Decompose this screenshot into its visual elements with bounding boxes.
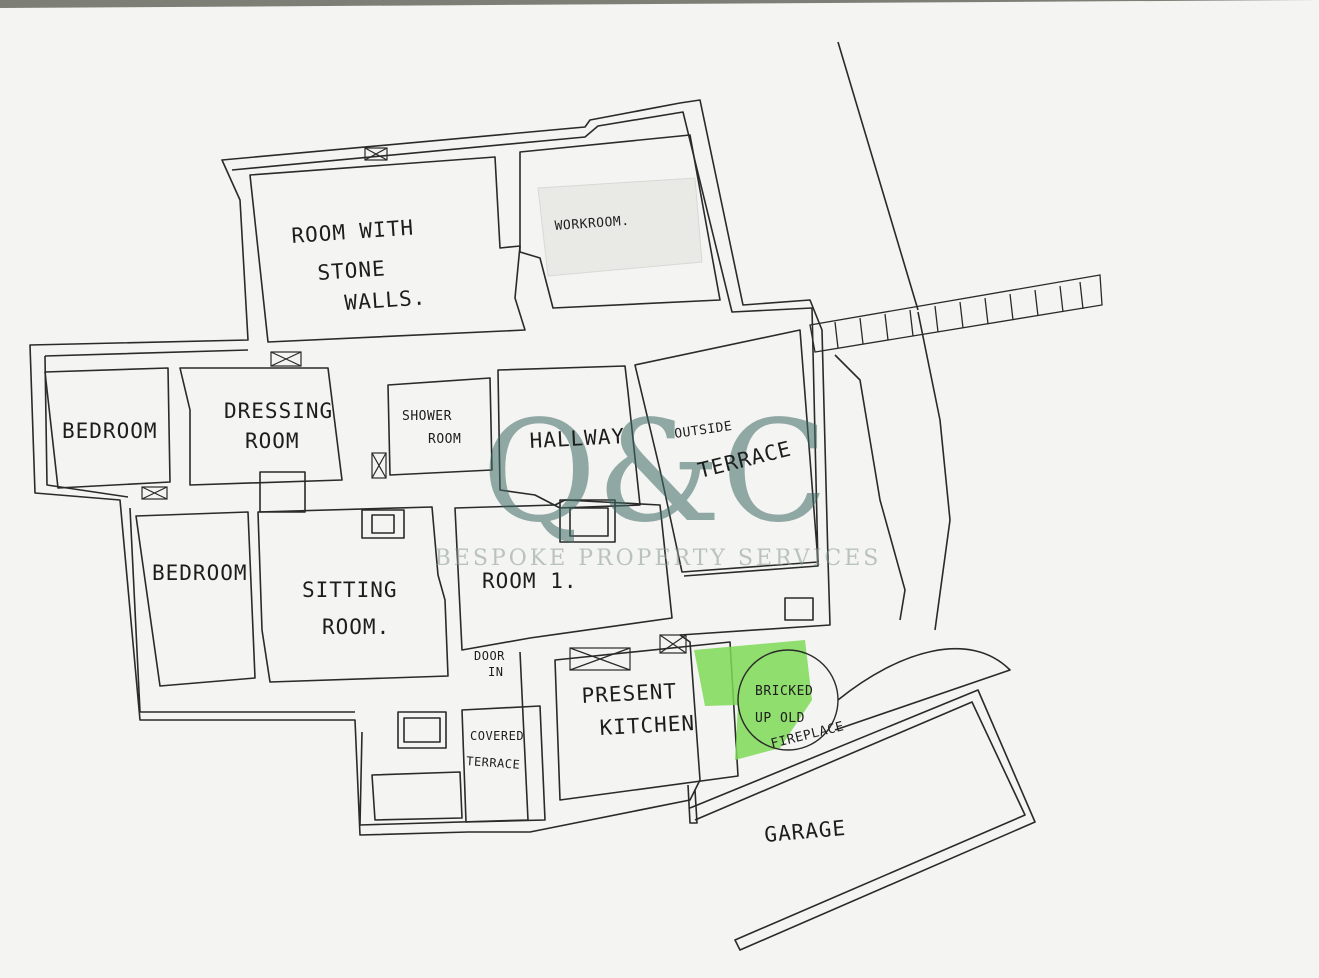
kitchen-outer-wall (687, 784, 698, 824)
label-bedroom-2: BEDROOM (152, 561, 248, 585)
room-stone-walls-outline (249, 156, 526, 343)
label-bedroom-1: BEDROOM (62, 419, 158, 443)
building-inner-outline (44, 111, 819, 826)
highlight-mark (694, 640, 839, 760)
label-sitting-1: SITTING (302, 578, 398, 602)
label-kitchen-2: KITCHEN (599, 711, 696, 740)
floor-plan (29, 41, 1103, 951)
label-room-1: ROOM 1. (482, 569, 578, 593)
label-workroom: WORKROOM. (554, 214, 630, 234)
label-fireplace-2: UP OLD (755, 711, 805, 726)
room-dressing-outline (179, 367, 343, 486)
label-stone-walls-3: WALLS. (344, 285, 427, 315)
label-fireplace-1: BRICKED (755, 684, 813, 699)
boundary-line (837, 41, 919, 311)
room-hallway-outline (497, 365, 641, 509)
label-covered-2: TERRACE (466, 754, 521, 772)
room-bedroom-2-outline (135, 511, 256, 687)
outdoor-box (784, 597, 814, 621)
room-kitchen-outline (554, 641, 739, 801)
garage-outline (689, 689, 1036, 951)
watermark-logo: Q&C (482, 391, 829, 554)
vent-markers (141, 147, 687, 671)
small-terrace-outline (371, 771, 463, 821)
fireplace-hallway-inner (569, 507, 609, 537)
label-dressing-1: DRESSING (224, 399, 333, 423)
room-covered-terrace-outline (461, 705, 546, 823)
fireplace-circle (737, 649, 839, 751)
room-shower-outline (387, 377, 493, 476)
label-shower-1: SHOWER (402, 409, 452, 424)
label-shower-2: ROOM (428, 432, 461, 447)
path-curve (917, 311, 951, 631)
label-dressing-2: ROOM (245, 429, 300, 453)
fireplace-sitting-inner (371, 514, 395, 534)
label-door-in-2: IN (488, 665, 503, 679)
label-door-in-1: DOOR (474, 649, 505, 663)
room-bedroom-1-outline (44, 367, 171, 489)
window-bench (397, 711, 447, 749)
watermark: Q&C BESPOKE PROPERTY SERVICES (435, 391, 882, 571)
label-hallway: HALLWAY (529, 424, 626, 453)
label-covered-1: COVERED (470, 729, 524, 743)
label-sitting-2: ROOM. (322, 615, 390, 639)
room-workroom-outline (519, 134, 721, 309)
room-sitting-outline (257, 506, 449, 683)
building-outline (29, 99, 831, 836)
chimney-dressing (259, 471, 306, 513)
garden-wall (834, 648, 1011, 731)
tape-patch (537, 177, 703, 277)
room-outside-terrace-outline (634, 329, 819, 573)
room-1-outline (454, 499, 673, 651)
path-curve-inner (834, 354, 906, 621)
exterior-stairs (809, 274, 1103, 353)
fireplace-hallway (559, 499, 616, 543)
label-kitchen-1: PRESENT (581, 679, 678, 708)
fireplace-sitting (361, 509, 405, 539)
label-stone-walls-2: STONE (317, 256, 387, 285)
watermark-tagline: BESPOKE PROPERTY SERVICES (435, 546, 882, 571)
window-bench-inner (403, 717, 441, 743)
